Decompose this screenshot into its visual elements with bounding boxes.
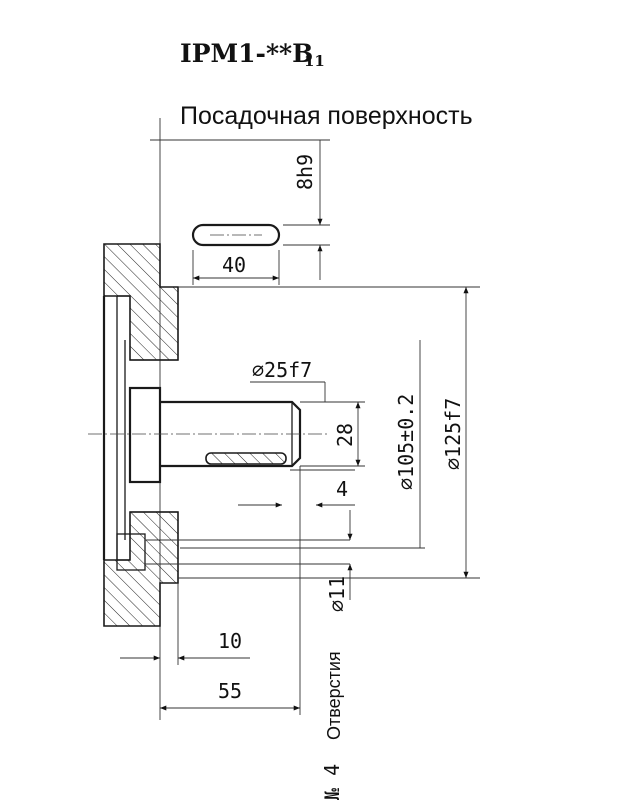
key-depth-dim: 4 xyxy=(336,477,348,501)
pilot-dia-dim: ⌀125f7 xyxy=(441,398,465,470)
shaft xyxy=(88,400,330,468)
shaft-height-dim: 28 xyxy=(333,423,357,447)
model-code-suffix: 11 xyxy=(304,52,325,70)
key-length-dim: 40 xyxy=(222,253,246,277)
shaft-dia-dim: ⌀25f7 xyxy=(252,358,312,382)
shaft-key xyxy=(205,452,287,465)
bolt-circle-dim: ⌀105±0.2 xyxy=(394,394,418,490)
flange-thickness-dim: 10 xyxy=(218,629,242,653)
holes-label: Отверстия xyxy=(324,651,344,740)
total-length-dim: 55 xyxy=(218,679,242,703)
key-top-view: 40 8h9 xyxy=(191,140,330,285)
hole-dia-dim: ⌀11 xyxy=(325,576,349,612)
flange-section xyxy=(102,243,350,627)
mounting-surface-caption: Посадочная поверхность xyxy=(180,102,473,130)
model-code: IPM1-**B xyxy=(180,39,313,68)
key-width-dim: 8h9 xyxy=(293,154,317,190)
holes-count: № 4 xyxy=(320,764,344,800)
